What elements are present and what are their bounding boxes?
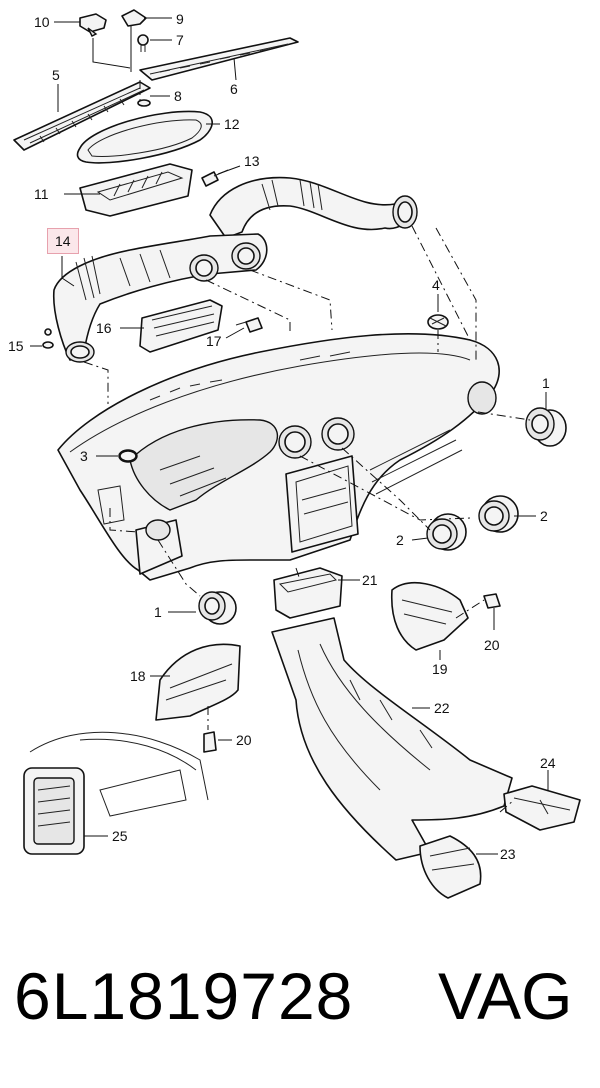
callout-15: 15 bbox=[8, 338, 24, 354]
screw-13 bbox=[201, 169, 229, 187]
clip-10 bbox=[79, 13, 107, 37]
callout-17: 17 bbox=[206, 333, 222, 349]
callout-2-mid: 2 bbox=[396, 532, 404, 548]
callout-12: 12 bbox=[224, 116, 240, 132]
callout-8: 8 bbox=[174, 88, 182, 104]
callout-9: 9 bbox=[176, 11, 184, 27]
brand-caption: VAG bbox=[438, 959, 573, 1033]
side-vent-16 bbox=[139, 299, 223, 353]
grommet-3 bbox=[119, 450, 137, 462]
rear-vent-25 bbox=[23, 731, 209, 855]
round-vent-1-left bbox=[198, 591, 237, 625]
callout-5: 5 bbox=[52, 67, 60, 83]
callout-1-right: 1 bbox=[542, 375, 550, 391]
screw-7 bbox=[137, 34, 149, 52]
callout-14: 14 bbox=[55, 233, 71, 249]
round-vent-1-right bbox=[525, 407, 567, 447]
footwell-vent-23 bbox=[419, 835, 482, 899]
assembly-lines bbox=[83, 80, 531, 813]
screw-20-upper bbox=[483, 593, 501, 609]
callout-18: 18 bbox=[130, 668, 146, 684]
callout-10: 10 bbox=[34, 14, 50, 30]
callout-11: 11 bbox=[34, 186, 49, 202]
callout-1-left: 1 bbox=[154, 604, 162, 620]
callout-21: 21 bbox=[362, 572, 378, 588]
spacer-8 bbox=[137, 99, 151, 107]
round-vent-2-mid bbox=[426, 513, 467, 551]
callout-20-upper: 20 bbox=[484, 637, 500, 653]
callout-24: 24 bbox=[540, 755, 556, 771]
callout-7: 7 bbox=[176, 32, 184, 48]
seal-frame-12 bbox=[76, 110, 213, 164]
left-air-duct-14 bbox=[52, 233, 268, 363]
clip-leader bbox=[92, 26, 132, 72]
callout-3: 3 bbox=[80, 448, 88, 464]
duct-connector-21 bbox=[273, 567, 343, 619]
callout-13: 13 bbox=[244, 153, 260, 169]
callout-22: 22 bbox=[434, 700, 450, 716]
air-grille-5 bbox=[13, 81, 151, 151]
floor-duct-22 bbox=[271, 617, 513, 861]
callout-6: 6 bbox=[230, 81, 238, 97]
upper-air-duct bbox=[209, 176, 418, 239]
callout-16: 16 bbox=[96, 320, 112, 336]
side-duct-18 bbox=[155, 643, 241, 721]
screw-20-lower bbox=[203, 731, 217, 753]
callout-19: 19 bbox=[432, 661, 448, 677]
clip-9 bbox=[121, 9, 147, 27]
callout-20-lower: 20 bbox=[236, 732, 252, 748]
grommet-15 bbox=[42, 328, 54, 349]
defrost-duct-6 bbox=[139, 37, 299, 81]
footwell-vent-24 bbox=[503, 785, 581, 831]
round-vent-2-right bbox=[478, 495, 519, 533]
clip-4 bbox=[427, 314, 449, 330]
side-duct-19 bbox=[390, 582, 469, 651]
callout-23: 23 bbox=[500, 846, 516, 862]
callout-2-right: 2 bbox=[540, 508, 548, 524]
callout-labels: 10 9 7 5 6 8 12 13 11 14 4 16 17 15 1 3 … bbox=[8, 11, 556, 862]
center-vent-11 bbox=[79, 163, 193, 217]
part-number-caption: 6L1819728 bbox=[14, 959, 354, 1033]
screw-17 bbox=[235, 317, 263, 333]
highlighted-callout-box bbox=[47, 228, 79, 254]
callout-25: 25 bbox=[112, 828, 128, 844]
callout-leaders bbox=[30, 17, 549, 855]
callout-4: 4 bbox=[432, 277, 440, 293]
